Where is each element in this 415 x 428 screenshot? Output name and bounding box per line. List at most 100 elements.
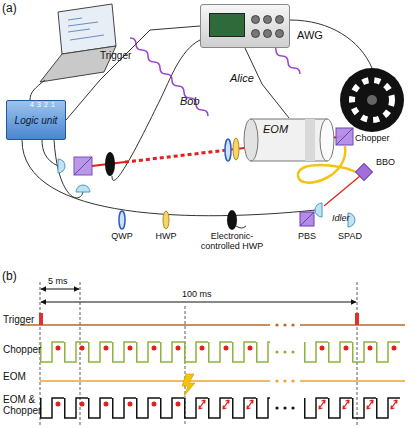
eom-trace [300,380,405,382]
chopper-trace [40,340,400,364]
legend-icons [163,211,169,229]
optics [74,157,92,175]
source-optics [336,128,353,145]
eom-band [305,119,315,161]
node-text: AWG [297,29,323,41]
continuation-dots [283,406,286,409]
port-number: 1 [51,101,55,109]
continuation-dots [291,350,294,353]
source-optics [336,128,353,145]
party-name: Alice [230,72,254,84]
legend-icons [236,226,246,228]
trigger-trace [20,324,270,326]
legend-icons [227,210,237,230]
trigger-trace [300,324,405,326]
interval-arrows [41,289,79,290]
optics [76,185,90,192]
panel-label: (b) [2,270,17,283]
continuation-dots [275,406,278,409]
node-text: Logic unit [9,115,63,126]
trigger-trace [20,313,405,325]
optics [58,159,65,173]
cables [290,20,372,68]
port-number: 4 [30,101,34,109]
awg-knob [263,29,272,38]
legend-text: HWP [151,232,181,242]
node-text: EOM [263,123,288,135]
classical-channel [130,38,208,116]
signal-name: Chopper [3,344,41,355]
continuation-dots [275,350,278,353]
combined-trace [40,374,400,420]
logic-unit-box: Logic unit [6,100,66,140]
eom-trace [40,381,405,382]
interval-arrows [41,302,356,303]
combined-trace [40,396,185,420]
awg-knob [275,15,284,24]
optics [105,152,115,176]
signal-name: EOM [3,371,26,382]
cables [30,80,45,100]
awg-screen [209,13,245,37]
source-optics [315,203,322,217]
continuation-dots [283,350,286,353]
interval-arrows [41,289,356,302]
eom-cap [320,119,334,161]
optics [74,157,92,175]
legend-icons [119,211,125,229]
continuation-dots [283,379,286,382]
legend-text: SPAD [333,232,367,242]
part-label: Chopper [355,134,390,144]
party-name: Bob [180,95,200,107]
continuation-dots [275,379,278,382]
awg-knob [263,15,272,24]
chopper-wheel [340,68,404,132]
interval-label: 100 ms [182,290,212,300]
legend-icons [300,212,314,226]
cables [22,20,372,216]
legend-icons [300,212,314,226]
continuation-dots [275,323,294,409]
interval-label: 5 ms [48,277,68,287]
signal-name: EOM & Chopper [3,394,49,416]
chopper-trace [40,340,270,364]
awg-knob [251,29,260,38]
awg-knob [251,15,260,24]
panel-label: (a) [2,2,17,15]
laptop [68,18,104,40]
chopper-trace [304,340,400,364]
part-label: Idler [332,214,350,224]
chopper-wheel [352,80,392,120]
trigger-trace [39,313,43,325]
signal-wire [66,26,200,120]
legend-icons [119,210,355,230]
continuation-dots [283,323,286,326]
eom-cap [244,119,258,161]
chopper-wheel [340,68,404,132]
combined-trace [182,374,195,396]
eom-cylinder: EOM [243,118,335,162]
laptop [58,4,116,54]
legend-text: QWP [107,232,137,242]
eom-outline [243,118,335,162]
continuation-dots [291,379,294,382]
part-label: BBO [376,158,395,168]
optics [225,139,231,161]
optics [58,138,239,192]
instrument-box: AWG [200,4,290,48]
trigger-trace [355,313,359,325]
wire-label: Trigger [100,50,131,61]
continuation-dots [275,323,278,326]
eom-body [251,119,327,161]
continuation-dots [291,323,294,326]
continuation-dots [291,406,294,409]
legend-text: PBS [292,232,322,242]
legend-text: Electronic-controlled HWP [196,232,268,252]
port-number: 2 [44,101,48,109]
port-number: 3 [37,101,41,109]
laser-beam [125,150,225,162]
source-optics [324,176,360,206]
